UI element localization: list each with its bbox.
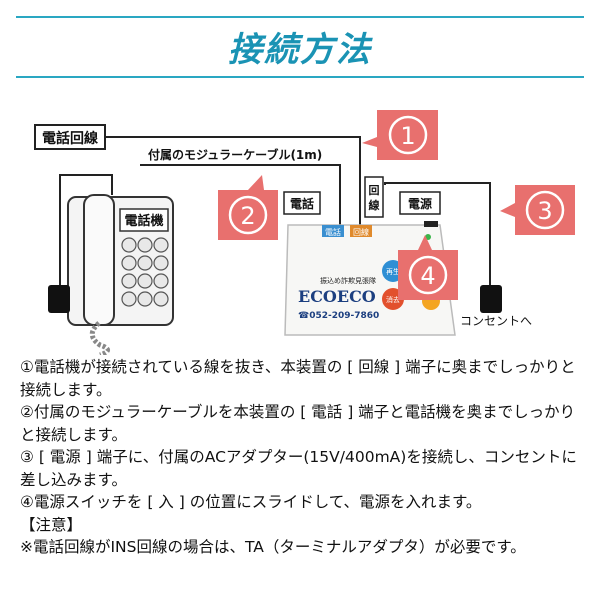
device-phone: ☎052-209-7860 bbox=[298, 311, 379, 321]
note-heading: 【注意】 bbox=[20, 515, 83, 534]
callout-4: 4 bbox=[398, 235, 458, 300]
note-text: ※電話回線がINS回線の場合は、TA（ターミナルアダプタ）が必要です。 bbox=[20, 538, 526, 556]
phone-label: 電話機 bbox=[124, 213, 163, 229]
phone-label-box bbox=[119, 208, 169, 232]
line-port-label-box bbox=[364, 176, 384, 218]
wall-plug-left bbox=[48, 285, 70, 313]
instruction-2: ②付属のモジュラーケーブルを本装置の [ 電話 ] 端子と電話機を奥までしっかり… bbox=[20, 403, 576, 444]
power-switch bbox=[424, 221, 438, 227]
svg-text:4: 4 bbox=[420, 262, 435, 290]
phone-port-label-box bbox=[283, 191, 321, 215]
svg-text:再生: 再生 bbox=[386, 267, 400, 276]
line-port-label-1: 回 bbox=[369, 183, 380, 197]
line-port-label-2: 線 bbox=[369, 198, 380, 212]
instruction-1: ①電話機が接続されている線を抜き、本装置の [ 回線 ] 端子に奥までしっかりと… bbox=[20, 358, 576, 399]
callout-3: 3 bbox=[500, 185, 575, 235]
phone-handset bbox=[83, 194, 115, 326]
phone-line-label-box bbox=[34, 124, 106, 150]
power-port-label: 電源 bbox=[408, 196, 432, 211]
phone-line-label: 電話回線 bbox=[42, 130, 98, 147]
outlet-label: コンセントへ bbox=[460, 314, 532, 328]
bottom-rule bbox=[16, 76, 584, 78]
phone-port-label: 電話 bbox=[290, 196, 314, 211]
port-line bbox=[350, 225, 372, 237]
top-rule bbox=[16, 16, 584, 18]
callout-2: 2 bbox=[218, 175, 278, 240]
svg-text:回線: 回線 bbox=[353, 227, 369, 237]
wall-plug-right bbox=[480, 285, 502, 313]
page-title: 接続方法 bbox=[228, 30, 372, 70]
cable-label: 付属のモジュラーケーブル(1m) bbox=[148, 147, 322, 162]
device-brand: ECOECO bbox=[298, 287, 376, 306]
svg-text:電話: 電話 bbox=[325, 227, 341, 237]
device-subtitle: 振込め詐欺見張隊 bbox=[320, 276, 376, 285]
svg-text:2: 2 bbox=[240, 202, 255, 230]
connection-diagram: 電話回線 付属のモジュラーケーブル(1m) 電話機 コンセントへ 電話 回線 振… bbox=[34, 110, 575, 355]
svg-text:3: 3 bbox=[537, 197, 552, 225]
instructions: ①電話機が接続されている線を抜き、本装置の [ 回線 ] 端子に奥までしっかりと… bbox=[20, 356, 588, 559]
phone-keypad bbox=[121, 237, 169, 307]
callout-1: 1 bbox=[362, 110, 438, 160]
power-port-label-box bbox=[399, 191, 441, 215]
svg-text:1: 1 bbox=[400, 122, 415, 150]
svg-text:消去: 消去 bbox=[386, 295, 400, 304]
phone-line-cable bbox=[59, 136, 491, 285]
handset-cord bbox=[89, 321, 110, 355]
telephone: 電話機 bbox=[67, 194, 174, 355]
instruction-3: ③ [ 電源 ] 端子に、付属のACアダプター(15V/400mA)を接続し、コ… bbox=[20, 448, 577, 489]
header: 接続方法 bbox=[0, 0, 600, 82]
instruction-4: ④電源スイッチを [ 入 ] の位置にスライドして、電源を入れます。 bbox=[20, 493, 482, 511]
port-phone bbox=[322, 225, 344, 237]
